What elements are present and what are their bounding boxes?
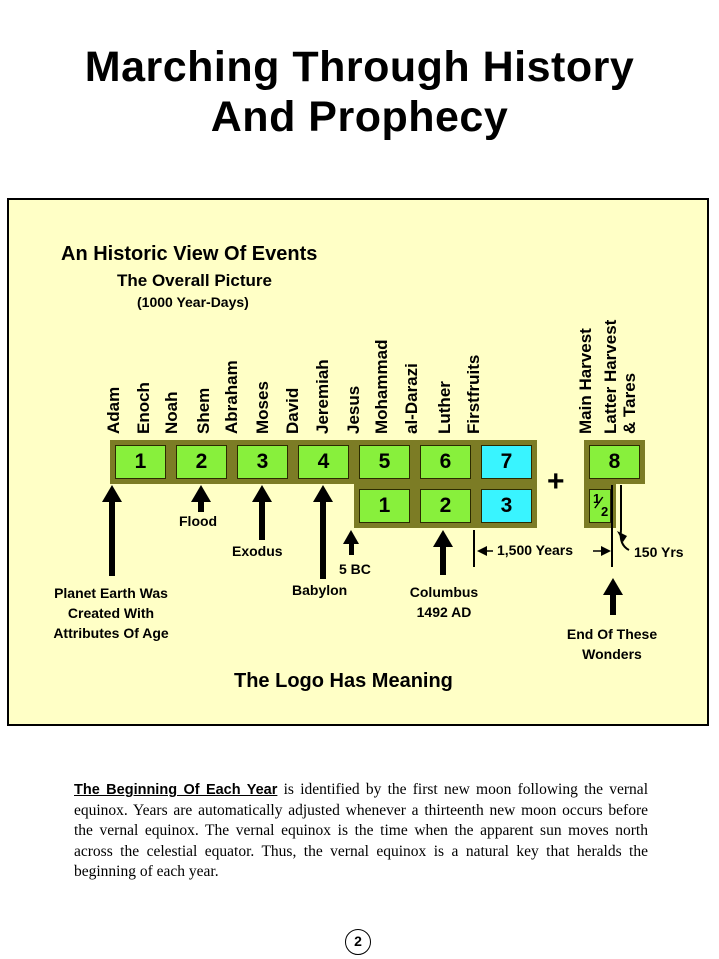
flood-arrow-head: [191, 485, 211, 502]
planet-arrow-shaft: [109, 500, 115, 576]
label-columbus: Columbus 1492 AD: [409, 584, 479, 620]
page-title: Marching Through History And Prophecy: [0, 42, 719, 142]
end-arrow-head: [603, 578, 623, 595]
yrs150-arrow: [617, 531, 627, 542]
years-left-arrow: [477, 546, 487, 556]
tile-day-6: 6: [415, 440, 476, 484]
title-line-1: Marching Through History: [84, 43, 635, 91]
tile-day-2: 2: [171, 440, 232, 484]
tile-half: 1 / 2: [584, 484, 616, 528]
exodus-arrow-head: [252, 485, 272, 502]
label-150-yrs: 150 Yrs: [634, 544, 684, 560]
planet-arrow-head: [102, 485, 122, 502]
paragraph-text: is identified by the first new moon foll…: [74, 781, 648, 880]
half-denominator: 2: [601, 504, 609, 519]
tares-curve: [619, 529, 630, 551]
paragraph-lead: The Beginning Of Each Year: [74, 782, 278, 798]
years-right-arrow: [601, 546, 611, 556]
end-arrow-shaft: [610, 593, 616, 615]
bc-arrow-head: [343, 530, 359, 544]
page-number: 2: [345, 929, 371, 955]
label-flood: Flood: [179, 513, 218, 529]
tile-day-5: 5: [354, 440, 415, 484]
label-5bc: 5 BC: [339, 561, 371, 577]
tile-bottom-2: 2: [415, 484, 476, 528]
label-1500-years: 1,500 Years: [497, 542, 574, 558]
arrows-layer: [102, 485, 630, 615]
exodus-arrow-shaft: [259, 500, 265, 540]
columbus-arrow-head: [433, 530, 453, 547]
tile-bottom-3: 3: [476, 484, 537, 528]
title-line-2: And Prophecy: [210, 93, 509, 141]
explanation-paragraph: The Beginning Of Each Year is identified…: [74, 780, 648, 883]
label-babylon: Babylon: [292, 582, 348, 598]
label-exodus: Exodus: [232, 543, 283, 559]
label-end-of-wonders: End Of These Wonders: [566, 626, 658, 662]
bc-arrow-shaft: [349, 542, 354, 555]
plus-sign: +: [547, 465, 565, 498]
diagram-note: (1000 Year-Days): [137, 294, 249, 310]
tile-day-1: 1: [110, 440, 171, 484]
logo-caption: The Logo Has Meaning: [234, 670, 453, 692]
diagram-heading: An Historic View Of Events: [61, 243, 318, 265]
timeline-diagram: An Historic View Of Events The Overall P…: [7, 198, 709, 726]
diagram-subheading: The Overall Picture: [117, 271, 272, 290]
babylon-arrow-head: [313, 485, 333, 502]
half-numerator: 1: [593, 491, 601, 506]
tile-day-4: 4: [293, 440, 354, 484]
columbus-arrow-shaft: [440, 545, 446, 575]
flood-arrow-shaft: [198, 500, 204, 512]
tile-day-8: 8: [584, 440, 645, 484]
tile-bottom-1: 1: [354, 484, 415, 528]
tile-day-7: 7: [476, 440, 537, 484]
babylon-arrow-shaft: [320, 500, 326, 579]
label-planet-earth: Planet Earth Was Created With Attributes…: [53, 585, 169, 641]
tile-day-3: 3: [232, 440, 293, 484]
